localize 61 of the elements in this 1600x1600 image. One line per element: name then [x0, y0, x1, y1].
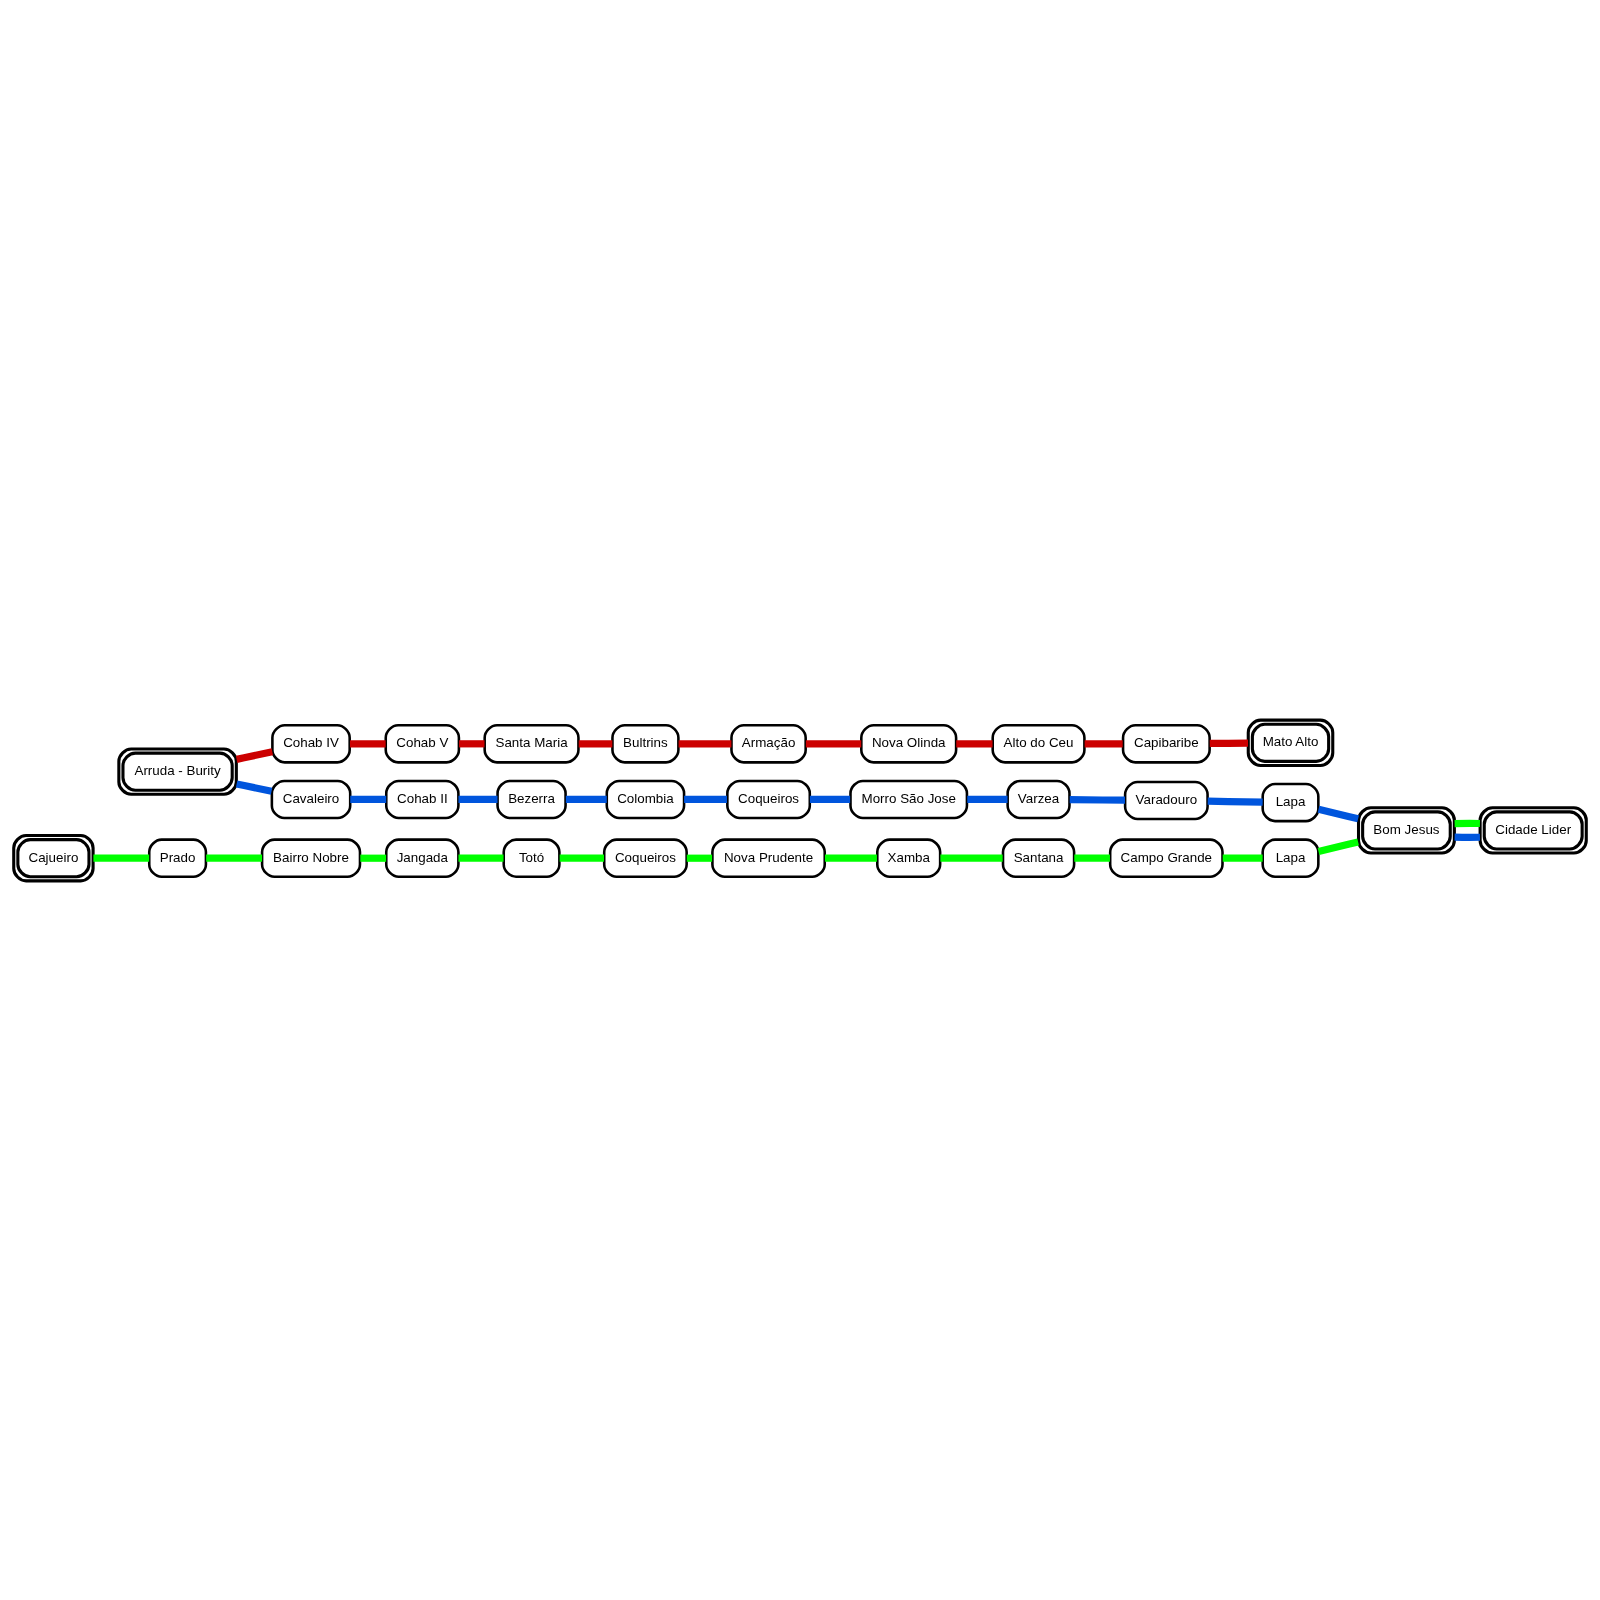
connector [1207, 797, 1263, 806]
connector [235, 779, 273, 795]
node-box: Cajueiro [12, 833, 95, 882]
node-box: Santa Maria [483, 723, 580, 764]
node-box: Bezerra [496, 779, 567, 819]
connector [235, 747, 274, 763]
node-box: Cohab V [384, 723, 461, 764]
node-box: Xamba [876, 837, 942, 878]
node-box: Colombia [605, 779, 686, 819]
connector [1209, 739, 1249, 747]
connector [940, 854, 1003, 862]
node-box: Coqueiros [726, 779, 812, 819]
connector [206, 854, 263, 862]
node-box: Cidade Lider [1478, 805, 1588, 855]
connector [824, 854, 877, 862]
connector [686, 854, 713, 862]
connector [1074, 854, 1110, 862]
connector [459, 739, 485, 747]
connector [1317, 837, 1359, 855]
connector [360, 854, 387, 862]
node-box: Nova Olinda [860, 723, 958, 764]
connector [349, 739, 386, 747]
connector [1222, 854, 1263, 862]
connector [678, 739, 732, 747]
node-box: Cohab IV [271, 723, 351, 764]
connector [565, 795, 607, 803]
connector [458, 854, 504, 862]
connector [458, 795, 498, 803]
node-box: Bairro Nobre [260, 837, 362, 878]
node-box: Cohab II [384, 779, 460, 819]
connector [956, 739, 993, 747]
connector [805, 739, 862, 747]
node-box: Arruda - Burity [117, 746, 238, 796]
connector [809, 795, 851, 803]
node-box: Mato Alto [1246, 718, 1335, 767]
node-box: Totó [502, 837, 561, 878]
node-box: Varadouro [1123, 780, 1209, 820]
node-box: Nova Prudente [711, 837, 826, 878]
node-box: Bom Jesus [1356, 805, 1456, 855]
connector [350, 795, 387, 803]
node-box: Coqueiros [602, 837, 688, 878]
node-box: Lapa [1261, 782, 1320, 822]
node-box: Cavaleiro [270, 779, 352, 819]
node-box: Alto do Ceu [991, 723, 1086, 764]
connector [684, 795, 727, 803]
node-box: Armação [730, 723, 807, 764]
connector [1084, 739, 1123, 747]
node-box: Capibaribe [1121, 723, 1211, 764]
connector [1069, 795, 1125, 804]
node-box: Bultrins [611, 723, 680, 764]
connector [559, 854, 605, 862]
node-box: Prado [147, 837, 208, 878]
connector [967, 795, 1008, 803]
node-box: Lapa [1261, 837, 1320, 878]
connector [1317, 805, 1359, 822]
node-box: Jangada [384, 837, 460, 878]
node-box: Campo Grande [1108, 837, 1224, 878]
connector [578, 739, 613, 747]
node-box: Varzea [1006, 779, 1071, 819]
node-box: Morro São Jose [849, 779, 969, 819]
node-box: Santana [1001, 837, 1076, 878]
